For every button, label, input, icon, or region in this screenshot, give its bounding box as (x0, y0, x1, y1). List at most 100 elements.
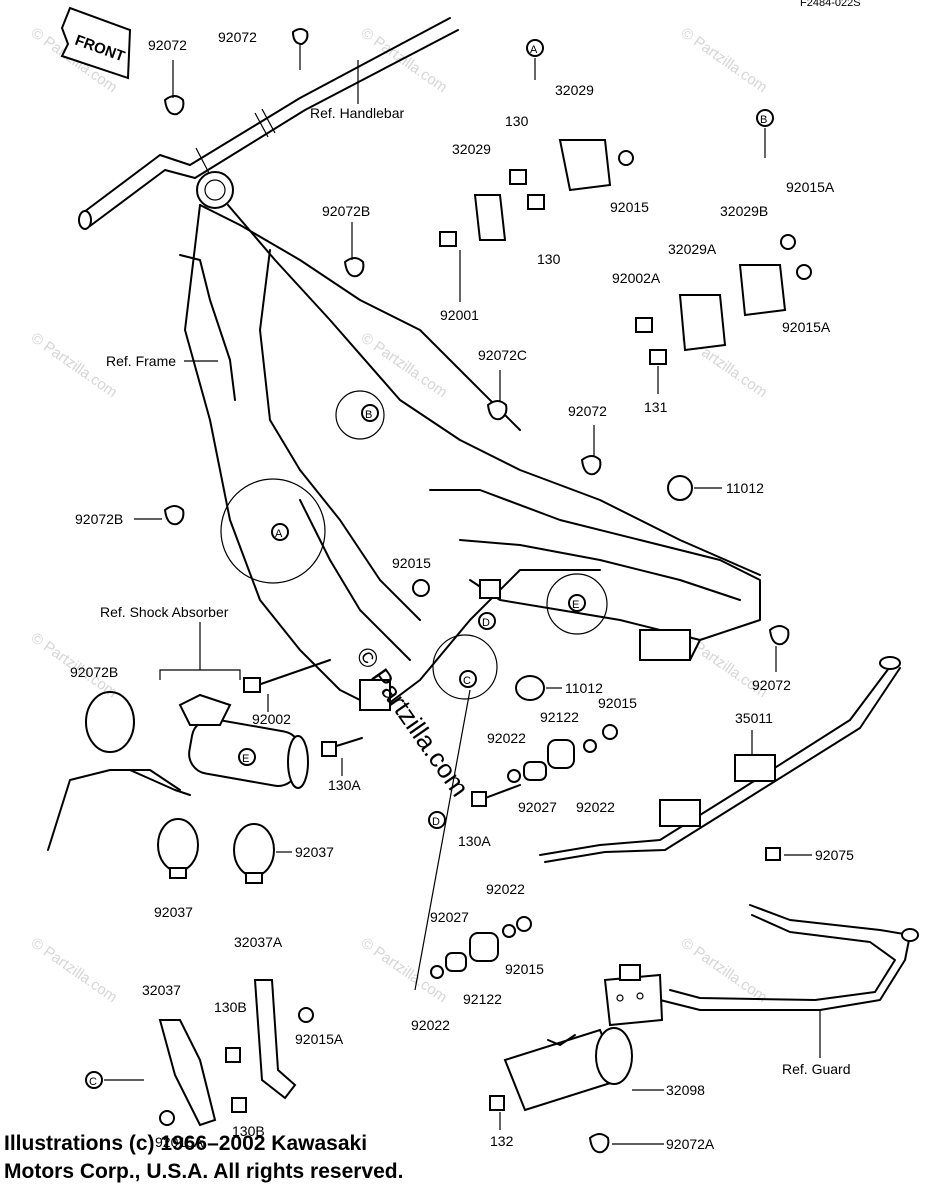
part-label: 92015 (392, 555, 431, 571)
part-label: 92002A (612, 270, 661, 286)
marker-label: C (463, 675, 471, 687)
watermark: © Partzilla.com (28, 934, 121, 1006)
washer-92022-icon (502, 924, 516, 938)
part-label: 32029 (452, 141, 491, 157)
collar-92122-icon (547, 739, 575, 769)
guard-drawing (603, 904, 919, 1027)
part-label: 92075 (815, 847, 854, 863)
shock-absorber-drawing (47, 693, 309, 851)
part-label: 92072A (666, 1136, 715, 1152)
marker-c-icon (459, 670, 477, 688)
copyright-line: Motors Corp., U.S.A. All rights reserved… (4, 1160, 404, 1183)
part-label: 32037A (234, 934, 283, 950)
center-watermark: © Partzilla.com (350, 641, 475, 802)
clamp-92072b-icon (85, 691, 135, 753)
nut-92015-icon (516, 916, 532, 932)
part-label: 92022 (486, 881, 525, 897)
part-label: 130A (328, 777, 361, 793)
part-label: 92122 (463, 991, 502, 1007)
part-label: 92122 (540, 709, 579, 725)
part-label: 92072 (148, 37, 187, 53)
marker-c-icon (85, 1071, 103, 1089)
bracket-32029a-icon (678, 294, 727, 352)
marker-b-icon (361, 404, 379, 422)
part-label: 92072B (75, 511, 123, 527)
part-label: 130B (232, 1123, 265, 1139)
clamp-92072-icon (768, 625, 790, 646)
reference-code: F2484-022S (800, 0, 861, 9)
collar-92122-icon (469, 932, 499, 962)
copyright-notice: Illustrations (c) 1966–2002 Kawasaki Mot… (4, 1130, 564, 1186)
marker-a-icon (271, 523, 289, 541)
clamp-92072b-icon (343, 257, 365, 278)
marker-label: E (572, 599, 579, 611)
nut-92015a-icon (159, 1110, 175, 1126)
detail-circle-a (220, 478, 326, 584)
part-label: 92002 (252, 711, 291, 727)
part-label: 92037 (154, 904, 193, 920)
part-label: 92015A (782, 319, 831, 335)
part-label: 92072C (478, 347, 527, 363)
part-label: 92022 (487, 730, 526, 746)
part-label: 35011 (735, 710, 773, 726)
bracket-32029b-icon (738, 264, 787, 317)
marker-d-icon (478, 612, 496, 630)
part-label: 32029 (555, 82, 594, 98)
clamp-92037-icon (233, 823, 275, 877)
clamp-92072c-icon (486, 400, 508, 421)
marker-e-icon (238, 748, 256, 766)
cover-32098-drawing (503, 1027, 633, 1112)
clamp-92072-icon (580, 455, 602, 476)
marker-label: E (242, 753, 249, 765)
part-label: Ref. Frame (106, 353, 176, 369)
nut-92015-icon (602, 724, 618, 740)
bolt-130b-icon (231, 1097, 247, 1113)
marker-d-icon (428, 811, 446, 829)
part-label: 11012 (565, 680, 603, 696)
washer-92022-icon (583, 739, 597, 753)
part-label: 130 (537, 251, 561, 267)
part-label: Ref. Guard (782, 1061, 850, 1077)
part-label: 32029A (668, 241, 717, 257)
part-label: 130B (214, 999, 247, 1015)
part-label: 92037 (295, 844, 334, 860)
detail-circle-c (432, 634, 498, 700)
part-label: 92072 (218, 29, 257, 45)
bracket-32037a-icon (253, 979, 297, 1100)
part-label: 130A (458, 833, 491, 849)
collar-92027-icon (523, 761, 547, 781)
clamp-92072b-icon (163, 505, 185, 526)
bolt-132-icon (489, 1095, 505, 1111)
marker-label: D (482, 617, 490, 629)
bolt-92002-icon (257, 659, 331, 686)
collar-92027-icon (445, 952, 467, 972)
part-label: 92001 (440, 307, 479, 323)
bolt-130b-icon (225, 1047, 241, 1063)
bolt-130-icon (527, 194, 545, 210)
part-label: 92015A (295, 1031, 344, 1047)
part-label: 132 (490, 1133, 514, 1149)
part-label: Ref. Shock Absorber (100, 604, 229, 620)
washer-92022-icon (430, 965, 444, 979)
marker-e-icon (568, 594, 586, 612)
bracket-32029-icon (558, 139, 612, 192)
grommet-11012-icon (667, 475, 693, 501)
marker-label: A (530, 44, 538, 56)
damper-92075-icon (765, 847, 781, 861)
front-arrow-shape (60, 6, 132, 80)
washer-92022-icon (507, 769, 521, 783)
marker-a-icon (526, 39, 544, 57)
part-label: 92072 (752, 677, 791, 693)
cap-11012-icon (515, 675, 545, 701)
copyright-line: Illustrations (c) 1966–2002 Kawasaki (4, 1132, 368, 1155)
bolt-92002a-icon (635, 317, 653, 333)
part-label: 92072B (70, 664, 118, 680)
marker-label: A (275, 528, 283, 540)
leader-line (414, 689, 471, 991)
part-label: 92072B (322, 203, 370, 219)
nut-92015a-icon (796, 264, 812, 280)
part-label: 92072 (568, 403, 607, 419)
part-label: Ref. Handlebar (310, 105, 405, 121)
bolt-131-icon (649, 349, 667, 365)
